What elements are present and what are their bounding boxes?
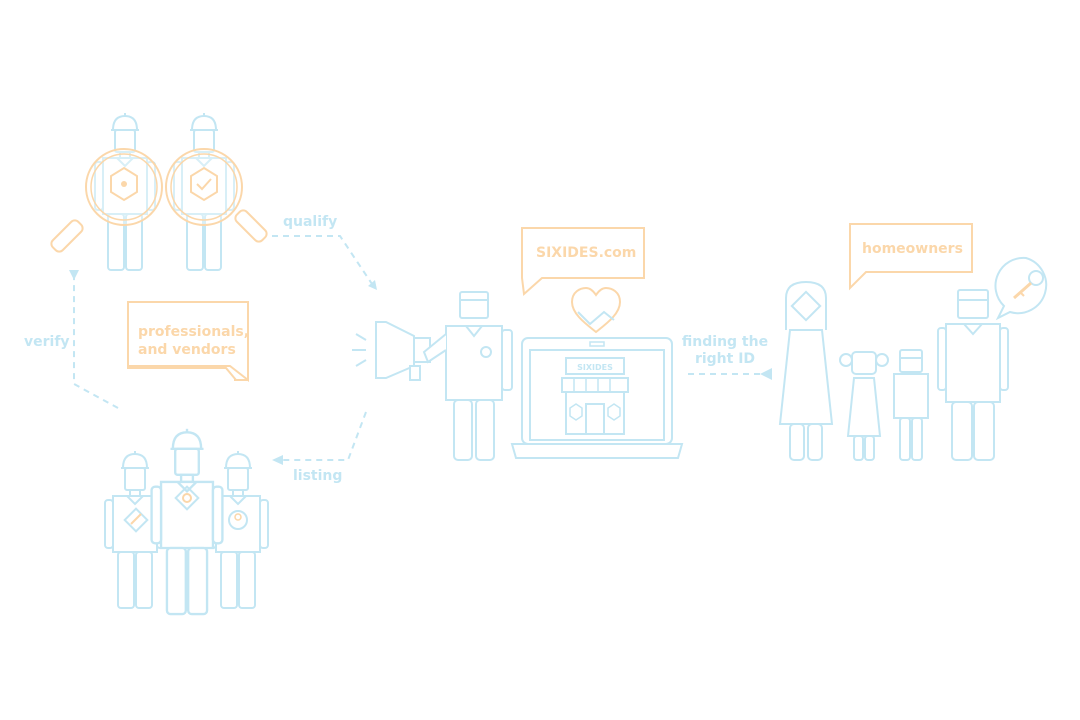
boy-figure	[893, 349, 929, 461]
qualify-label: qualify	[283, 214, 338, 230]
professionals-line1: professionals,	[138, 324, 250, 340]
handshake-heart-icon	[570, 286, 622, 334]
family-icon	[778, 280, 1009, 461]
marketer-figure	[352, 291, 513, 461]
listing-label: listing	[293, 468, 343, 484]
shop-sign-text: SIXIDES	[577, 363, 613, 372]
finding-label-line2: right ID	[694, 351, 756, 367]
father-figure	[937, 289, 1009, 461]
sixides-speech-bubble	[521, 227, 645, 297]
gear-badge-icon	[174, 485, 200, 511]
inspected-workers-group	[50, 112, 268, 271]
professionals-line2: and vendors	[138, 342, 236, 358]
magnifier-icon	[165, 148, 268, 243]
megaphone-icon	[352, 321, 431, 381]
finding-label: finding the right ID	[680, 334, 770, 368]
mother-figure	[778, 280, 834, 461]
qualify-arrow	[272, 235, 373, 285]
key-icon	[994, 256, 1048, 321]
verify-label: verify	[24, 334, 70, 350]
worker-icon	[150, 427, 224, 616]
magnifier-icon	[50, 148, 163, 253]
finding-label-line1: finding the	[681, 334, 769, 350]
homeowners-speech-bubble	[849, 223, 973, 291]
homeowners-bubble-text: homeowners	[862, 241, 963, 257]
professionals-bubble-text: professionals, and vendors	[138, 323, 249, 359]
listed-workers-group	[104, 427, 269, 616]
verify-arrow	[73, 276, 119, 409]
person-badge-icon	[228, 510, 248, 530]
sixides-bubble-text: SIXIDES.com	[536, 245, 637, 261]
pencil-badge-icon	[123, 507, 149, 533]
listing-arrow	[280, 411, 367, 461]
professionals-speech-bubble	[127, 301, 249, 383]
girl-figure	[839, 351, 889, 461]
storefront-icon	[561, 357, 629, 435]
